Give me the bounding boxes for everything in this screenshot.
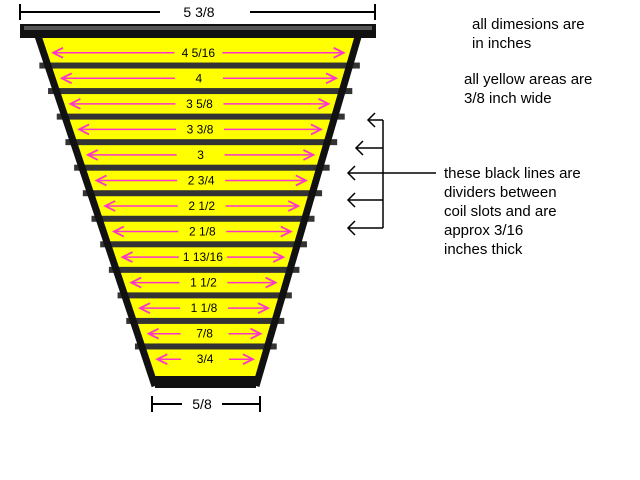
arrow-head-right-icon <box>325 72 339 85</box>
slot-row: 3 5/8 <box>68 97 331 111</box>
arrow-head-left-icon <box>51 46 64 59</box>
left-arrow-head-icon <box>366 112 376 128</box>
arrow-head-left-icon <box>103 200 116 212</box>
slot-row: 1 1/2 <box>129 276 278 290</box>
bottom-dimension: 5/8 <box>151 396 261 412</box>
slot-label: 2 1/2 <box>188 199 215 213</box>
slot-label: 1 1/2 <box>190 276 217 290</box>
arrow-head-right-icon <box>310 123 323 136</box>
frame-right-edge <box>252 29 364 387</box>
divider-bar <box>65 139 338 146</box>
note-dividers-line1: these black lines are <box>444 165 581 182</box>
top-dimension: 5 3/8 <box>19 4 376 20</box>
slot-row: 2 1/2 <box>103 199 301 213</box>
divider-bar <box>56 113 345 120</box>
arrow-head-left-icon <box>129 276 142 289</box>
divider-bar <box>100 241 307 248</box>
arrow-head-left-icon <box>85 149 99 161</box>
slot-label: 3 3/8 <box>187 122 214 136</box>
top-dimension-label: 5 3/8 <box>183 4 214 20</box>
divider-bar <box>91 215 315 222</box>
slot-row: 1 1/8 <box>137 301 271 315</box>
bottom-dimension-label: 5/8 <box>192 396 212 412</box>
arrow-head-right-icon <box>272 251 286 263</box>
arrow-head-right-icon <box>257 302 271 314</box>
slot-row: 3/4 <box>155 352 255 366</box>
slot-label: 4 5/16 <box>182 46 216 60</box>
left-arrow-head-icon <box>346 192 356 208</box>
note-dimensions-line1: all dimesions are <box>472 16 585 33</box>
slot-label: 4 <box>196 71 203 85</box>
divider-pointers <box>346 112 436 236</box>
note-dimensions-line2: in inches <box>472 35 532 52</box>
bottom-cap-bar <box>155 376 256 388</box>
divider-bar <box>39 62 360 69</box>
slot-label: 7/8 <box>196 327 213 341</box>
trapezoid-frame <box>32 28 364 388</box>
frame-left-edge <box>32 28 159 388</box>
divider-bar <box>48 88 353 95</box>
slot-row: 2 3/4 <box>94 173 308 187</box>
note-dividers-line2: dividers between <box>444 184 557 201</box>
divider-bar <box>134 343 277 350</box>
slot-row: 3 <box>85 148 316 162</box>
arrow-head-left-icon <box>94 174 107 187</box>
arrow-head-left-icon <box>68 98 81 110</box>
divider-bar <box>82 190 323 197</box>
note-dividers-line3: coil slots and are <box>444 203 557 220</box>
arrow-head-right-icon <box>318 98 331 110</box>
divider-bar <box>117 292 292 299</box>
arrow-head-right-icon <box>280 225 293 238</box>
divider-bar <box>74 164 330 171</box>
arrow-head-left-icon <box>155 353 168 366</box>
slot-label: 2 1/8 <box>189 225 216 239</box>
slot-row: 4 5/16 <box>51 46 346 60</box>
arrow-head-right-icon <box>287 200 301 212</box>
arrow-head-right-icon <box>265 276 278 289</box>
divider-bar <box>108 266 300 273</box>
arrow-head-left-icon <box>120 251 133 263</box>
slot-label: 3/4 <box>197 352 214 366</box>
arrow-head-left-icon <box>146 327 160 340</box>
slot-row: 2 1/8 <box>111 225 293 239</box>
arrow-head-right-icon <box>242 353 255 366</box>
top-cap-highlight <box>24 26 372 30</box>
slot-label: 2 3/4 <box>188 173 215 187</box>
left-arrow-head-icon <box>346 220 356 236</box>
slot-area-fill <box>40 38 356 376</box>
arrow-head-left-icon <box>77 123 90 136</box>
arrow-head-left-icon <box>137 302 151 314</box>
note-yellow-line1: all yellow areas are <box>464 71 593 88</box>
arrow-head-left-icon <box>59 72 73 85</box>
slot-dividers <box>39 62 360 350</box>
arrow-head-right-icon <box>250 327 263 340</box>
coil-slots: 4 5/16 4 3 5/8 3 3/8 3 2 3/4 2 1/2 2 1/8 1 13/16… <box>40 38 356 376</box>
arrow-head-left-icon <box>111 225 125 238</box>
note-dividers-line4: approx 3/16 <box>444 222 524 239</box>
slot-row: 4 <box>59 71 339 85</box>
slot-label: 3 5/8 <box>186 97 213 111</box>
slot-label: 3 <box>197 148 204 162</box>
left-arrow-head-icon <box>346 165 356 181</box>
slot-row: 7/8 <box>146 327 263 341</box>
slot-row: 3 3/8 <box>77 122 323 136</box>
note-dividers-line5: inches thick <box>444 241 523 258</box>
arrow-head-right-icon <box>295 174 308 187</box>
arrow-head-right-icon <box>333 46 346 59</box>
slot-row: 1 13/16 <box>120 250 286 264</box>
divider-bar <box>126 317 285 324</box>
left-arrow-head-icon <box>354 140 364 156</box>
slot-label: 1 13/16 <box>183 250 223 264</box>
slot-label: 1 1/8 <box>191 301 218 315</box>
arrow-head-right-icon <box>303 149 316 161</box>
note-yellow-line2: 3/8 inch wide <box>464 90 552 107</box>
